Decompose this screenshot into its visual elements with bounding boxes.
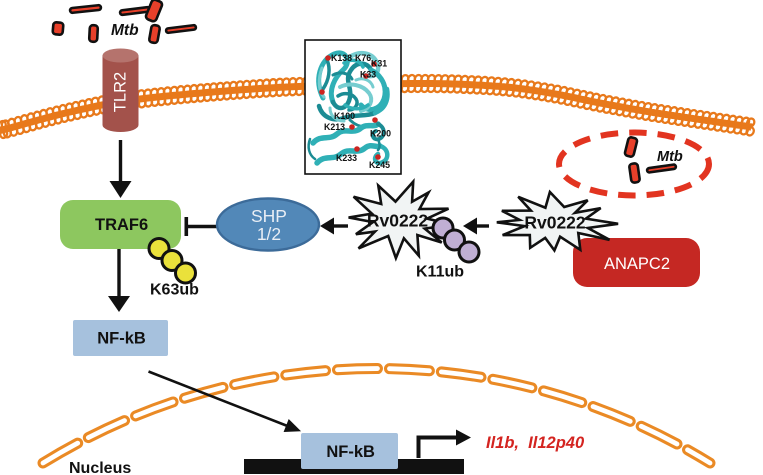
svg-text:K33: K33 [360, 70, 376, 80]
svg-text:Mtb: Mtb [657, 149, 683, 165]
svg-text:TLR2: TLR2 [112, 72, 130, 112]
svg-text:K245: K245 [369, 160, 390, 170]
svg-text:K138: K138 [331, 53, 352, 63]
svg-text:1/2: 1/2 [257, 224, 281, 244]
svg-text:K76: K76 [355, 53, 371, 63]
svg-text:K200: K200 [370, 129, 391, 139]
svg-text:NF-kB: NF-kB [326, 443, 375, 461]
svg-text:NF-kB: NF-kB [97, 330, 146, 348]
svg-text:K233: K233 [336, 153, 357, 163]
svg-text:SHP: SHP [251, 206, 287, 226]
svg-text:K213: K213 [324, 122, 345, 132]
svg-text:TRAF6: TRAF6 [95, 216, 148, 234]
svg-text:K11ub: K11ub [416, 264, 464, 281]
svg-text:Mtb: Mtb [111, 22, 139, 39]
svg-text:Rv0222: Rv0222 [367, 211, 429, 231]
svg-text:K100: K100 [334, 111, 355, 121]
svg-text:K31: K31 [371, 59, 387, 69]
svg-text:Il1b, Il12p40: Il1b, Il12p40 [486, 434, 585, 452]
svg-text:Rv0222: Rv0222 [524, 213, 586, 233]
svg-text:Nucleus: Nucleus [69, 460, 131, 475]
svg-text:ANAPC2: ANAPC2 [604, 255, 670, 273]
svg-text:K63ub: K63ub [150, 282, 199, 299]
